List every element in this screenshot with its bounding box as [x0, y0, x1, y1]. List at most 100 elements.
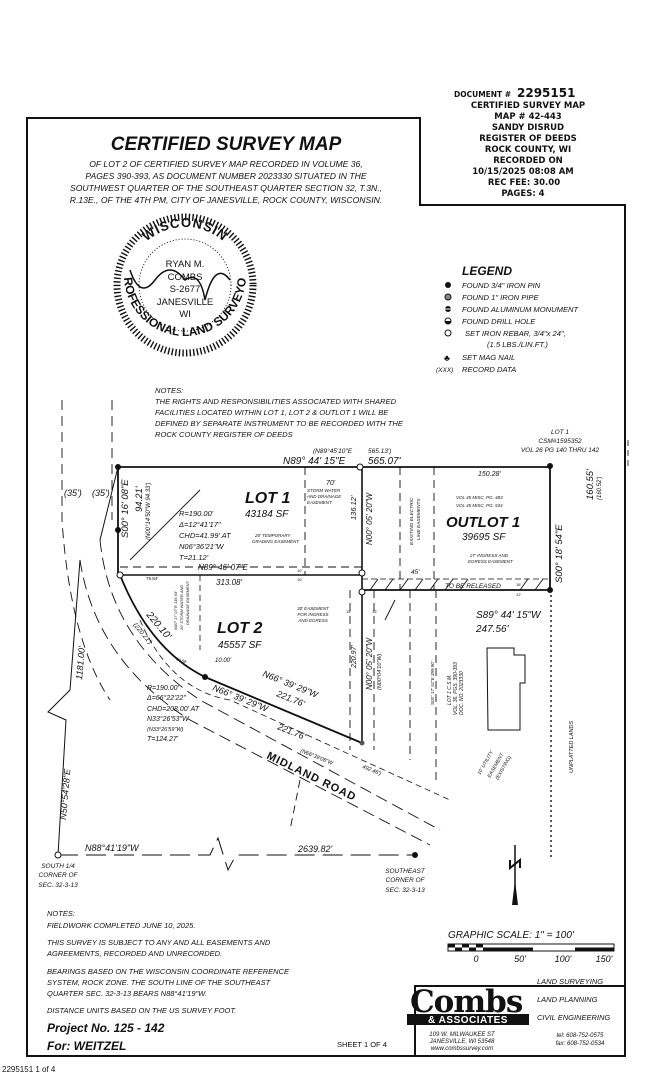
company-address: JANESVILLE, WI 53548: [429, 1039, 495, 1045]
north-arrow-icon: [509, 845, 521, 905]
iron-pipe-icon: [444, 293, 452, 301]
curve1-data: T=21.12': [179, 553, 209, 562]
note-line: FIELDWORK COMPLETED JUNE 10, 2025.: [47, 921, 195, 930]
ingress27-label: EGRESS EASEMENT: [468, 559, 514, 564]
dist-220-97: 220.97': [351, 645, 358, 669]
page-footer: 2295151 1 of 4: [2, 1065, 56, 1074]
iron-pin-icon: [115, 527, 121, 533]
storm-width: 70': [326, 480, 336, 487]
seal-line: COMBS: [168, 272, 203, 283]
lot2-label: LOT 2: [217, 620, 262, 637]
notes-title: NOTES:: [47, 909, 75, 918]
note-line: ROCK COUNTY REGISTER OF DEEDS: [155, 430, 293, 439]
recording-line: SANDY DISRUD: [492, 123, 564, 133]
scale-tick: 50': [514, 954, 526, 964]
recording-line: CERTIFIED SURVEY MAP: [471, 101, 585, 111]
dist-1181: 1181.00': [74, 646, 87, 681]
recording-line: PAGES: 4: [501, 189, 544, 199]
seal-state: WISCONSIN: [139, 215, 229, 244]
legend-item: SET IRON REBAR, 3/4"x 24",: [465, 329, 566, 338]
seal-line: JANESVILLE: [157, 297, 214, 308]
seal-line: S-2677: [170, 284, 201, 295]
east-easement: S00° 17' 51"E 399.90': [430, 661, 435, 705]
temp-grading-label: 20' TEMPORARY: [254, 533, 291, 538]
row-right: (35'): [92, 488, 110, 498]
service-item: CIVIL ENGINEERING: [537, 1013, 610, 1022]
note-line: DEFINED BY SEPARATE INSTRUMENT TO BE REC…: [155, 419, 404, 428]
ingress30-label: AND EGRESS: [297, 618, 328, 623]
lot1-label: LOT 1: [245, 490, 290, 507]
curve1-data: Δ=12°41'17": [178, 520, 221, 529]
mag-nail-icon: ♣: [444, 353, 450, 363]
iron-rebar-icon: [116, 571, 124, 579]
company-block: Combs & ASSOCIATES LAND SURVEYING LAND P…: [407, 977, 625, 1056]
east-record: (160.52'): [597, 477, 603, 501]
dim-10: 10': [297, 577, 302, 582]
outlot1-area: 39695 SF: [462, 532, 506, 543]
small-dist: 79.84': [146, 576, 158, 581]
iron-rebar-icon: [444, 329, 452, 337]
note-line: BEARINGS BASED ON THE WISCONSIN COORDINA…: [47, 967, 290, 976]
south-line-dist: 2639.82': [297, 844, 333, 854]
description-line: R.13E., OF THE 4TH PM, CITY OF JANESVILL…: [70, 195, 382, 205]
curve2-data: (N33°26'59"W): [147, 727, 184, 733]
electric-easement: LINE EASEMENTS: [416, 498, 422, 540]
note-line: QUARTER SEC. 32-3-13 BEARS N88°41'19"W.: [47, 989, 207, 998]
lot1-area: 43184 SF: [245, 509, 289, 520]
document-number: 2295151: [517, 86, 575, 100]
lot1-south-bearing: N89° 46' 07"E: [198, 563, 248, 572]
dist-136: 136.12': [349, 495, 358, 520]
west-record: (N00°14'50"W 94.33'): [146, 482, 152, 540]
signature: [129, 269, 231, 301]
dim-12: 12': [516, 592, 521, 597]
dist-3458: 34.58': [176, 656, 188, 664]
svg-text:WISCONSIN: WISCONSIN: [139, 215, 230, 244]
east-dist: 160.55': [585, 468, 596, 500]
curve1-data: N06°36'21"W: [179, 542, 225, 551]
record-n00: (N00°04'10"W): [377, 653, 383, 690]
curve2-data: N33°26'53"W: [147, 715, 190, 723]
iron-pin-icon: [547, 463, 553, 469]
lot2-south-dist: 221.76': [275, 721, 307, 742]
southeast-corner: CORNER OF: [386, 877, 426, 884]
curve2-data: R=190.00': [147, 685, 180, 692]
service-item: LAND SURVEYING: [537, 977, 603, 986]
north-bearing: N89° 44' 15"E: [283, 456, 346, 467]
legend-title: LEGEND: [462, 264, 512, 278]
title-description: OF LOT 2 OF CERTIFIED SURVEY MAP RECORDE…: [70, 159, 382, 205]
row-left: (35'): [64, 488, 82, 498]
legend-item: RECORD DATA: [462, 365, 516, 374]
dim-45: 45': [411, 569, 420, 576]
description-line: SOUTHWEST QUARTER OF THE SOUTHEAST QUART…: [70, 183, 382, 193]
ingress27-label: 27' INGRESS AND: [469, 553, 509, 558]
map-linework: [47, 400, 629, 872]
notes-top: NOTES: THE RIGHTS AND RESPONSIBILITIES A…: [155, 386, 404, 439]
scale-tick: 0: [473, 954, 478, 964]
recording-line: MAP # 42-443: [494, 112, 561, 122]
west-dist: 94.21': [134, 485, 145, 512]
iron-pin-icon: [445, 282, 451, 288]
iron-rebar-icon: [358, 588, 366, 596]
aluminum-monument-icon: [54, 851, 62, 859]
recording-line: REC FEE: 30.00: [488, 178, 560, 188]
south-quarter-corner: CORNER OF: [39, 872, 79, 879]
company-fax: fax: 608-752-0534: [556, 1041, 605, 1047]
south-quarter-corner: SOUTH 1/4: [41, 863, 75, 870]
note-line: AGREEMENTS, RECORDED AND UNRECORDED.: [46, 949, 222, 958]
north-record-dist: 565.13'): [368, 448, 391, 455]
vol-ref: VOL 45 MISC. PG. 534: [456, 503, 503, 508]
storm20-label: 20' STORM WATER AND: [179, 585, 184, 631]
legend-item: SET MAG NAIL: [462, 353, 515, 362]
recording-stamp: DOCUMENT # 2295151 CERTIFIED SURVEY MAP …: [454, 86, 585, 199]
outlot-south-dist: 247.56': [475, 624, 510, 635]
west-bearing: S00° 16' 08"E: [120, 479, 131, 538]
monuments: [54, 463, 553, 859]
south-line-bearing: N88°41'19"W: [85, 843, 140, 853]
ingress30-label: 30' EASEMENT: [297, 606, 330, 611]
iron-pipe-icon: [359, 740, 365, 746]
storm-easement-label: STORM WATER: [307, 488, 341, 493]
record-66: (N66°39'08"W: [299, 748, 334, 767]
storm-easement-label: EASEMENT: [307, 500, 333, 505]
outlot-south-bearing: S89° 44' 15"W: [476, 610, 542, 621]
